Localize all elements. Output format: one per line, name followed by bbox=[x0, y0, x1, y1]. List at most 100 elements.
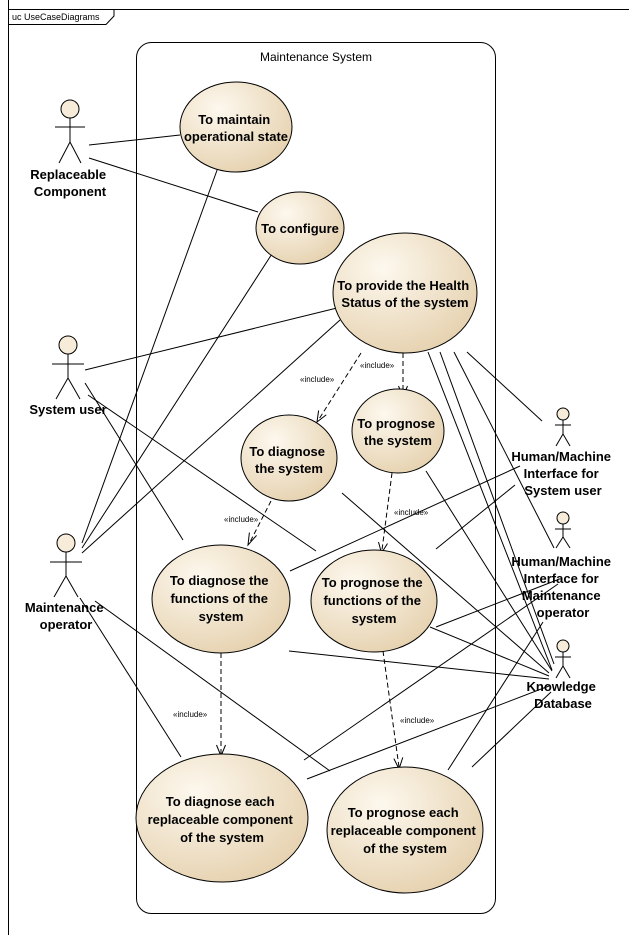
actor-hmi-system-user[interactable]: Human/Machine Interface for System user bbox=[511, 407, 614, 498]
use-case-prognose-system[interactable]: To prognose the system bbox=[351, 388, 445, 474]
stick-figure-icon bbox=[555, 407, 571, 447]
stick-figure-icon bbox=[555, 511, 571, 549]
include-label: «include» bbox=[224, 515, 259, 524]
include-dependency bbox=[381, 472, 393, 551]
association-line bbox=[289, 465, 521, 572]
use-case-label: To prognose bbox=[357, 416, 435, 431]
use-case-provide-health-status[interactable]: To provide the Health Status of the syst… bbox=[332, 232, 478, 354]
use-case-prognose-functions[interactable]: To prognose the functions of the system bbox=[310, 549, 438, 653]
include-label: «include» bbox=[360, 361, 395, 370]
svg-text:To configure: To configure bbox=[261, 221, 339, 236]
svg-text:To prognose each replace: To prognose each replaceable component o… bbox=[331, 805, 480, 856]
frame-label: uc UseCaseDiagrams bbox=[12, 12, 100, 22]
association-line bbox=[288, 650, 550, 680]
association-line bbox=[425, 470, 553, 672]
stick-figure-icon bbox=[52, 335, 84, 400]
use-case-label: replaceable component bbox=[331, 823, 477, 838]
use-case-prognose-components[interactable]: To prognose each replaceable component o… bbox=[326, 766, 484, 894]
svg-text:To maintain operational: To maintain operational state bbox=[184, 112, 288, 144]
svg-text:Human/Machine Interface: Human/Machine Interface for Maintenance … bbox=[511, 554, 614, 620]
use-case-label: of the system bbox=[180, 830, 264, 845]
association-lines bbox=[79, 134, 559, 780]
use-case-label: To provide the Health bbox=[337, 278, 469, 293]
include-dependency bbox=[318, 352, 362, 420]
actor-label: Interface for bbox=[524, 466, 599, 481]
actor-label: Maintenance bbox=[25, 600, 104, 615]
actor-label: Database bbox=[534, 696, 592, 711]
association-line bbox=[427, 351, 553, 671]
association-line bbox=[81, 242, 280, 549]
use-case-diagnose-components[interactable]: To diagnose each replaceable component o… bbox=[135, 753, 309, 883]
include-label: «include» bbox=[394, 508, 429, 517]
include-dependencies: «include» «include» «include» «include» … bbox=[173, 352, 435, 771]
svg-text:To diagnose the system: To diagnose the system bbox=[249, 444, 328, 476]
use-case-diagnose-functions[interactable]: To diagnose the functions of the system bbox=[151, 544, 291, 654]
use-case-configure[interactable]: To configure bbox=[255, 191, 345, 265]
actor-label: operator bbox=[537, 605, 590, 620]
svg-text:To diagnose the function: To diagnose the functions of the system bbox=[170, 573, 272, 624]
svg-text:To provide the Health St: To provide the Health Status of the syst… bbox=[337, 278, 473, 310]
association-line bbox=[439, 351, 555, 665]
use-case-label: To maintain bbox=[198, 112, 270, 127]
include-label: «include» bbox=[400, 716, 435, 725]
use-case-label: To diagnose each bbox=[166, 794, 275, 809]
actor-label: Human/Machine bbox=[511, 449, 611, 464]
association-line bbox=[84, 382, 184, 541]
actor-label: System user bbox=[29, 402, 106, 417]
actor-label: Maintenance bbox=[522, 588, 601, 603]
use-case-label: To prognose each bbox=[348, 805, 459, 820]
use-case-label: the system bbox=[255, 461, 323, 476]
actor-label: Interface for bbox=[524, 571, 599, 586]
use-case-label: system bbox=[199, 609, 244, 624]
actor-label: Human/Machine bbox=[511, 554, 611, 569]
association-line bbox=[84, 307, 338, 371]
association-line bbox=[88, 157, 259, 213]
association-line bbox=[79, 597, 182, 758]
association-line bbox=[453, 351, 555, 549]
use-case-label: the system bbox=[364, 433, 432, 448]
use-case-label: functions of the bbox=[170, 591, 268, 606]
svg-text:System user: System user bbox=[29, 402, 106, 417]
actor-maintenance-operator[interactable]: Maintenance operator bbox=[25, 533, 107, 632]
svg-text:Replaceable Component: Replaceable Component bbox=[30, 167, 110, 199]
association-line bbox=[447, 621, 544, 771]
association-line bbox=[81, 161, 221, 544]
use-case-label: To configure bbox=[261, 221, 339, 236]
use-case-label: To prognose the bbox=[322, 575, 423, 590]
use-case-label: To diagnose bbox=[249, 444, 325, 459]
use-case-label: To diagnose the bbox=[170, 573, 269, 588]
actor-knowledge-database[interactable]: Knowledge Database bbox=[527, 639, 600, 711]
svg-text:To prognose the function: To prognose the functions of the system bbox=[322, 575, 427, 626]
actor-label: Replaceable bbox=[30, 167, 106, 182]
association-line bbox=[435, 484, 516, 550]
association-line bbox=[429, 626, 550, 677]
association-line bbox=[94, 600, 331, 772]
stick-figure-icon bbox=[50, 533, 82, 598]
svg-text:To diagnose each replace: To diagnose each replaceable component o… bbox=[148, 794, 297, 845]
stick-figure-icon bbox=[55, 99, 85, 164]
association-line bbox=[88, 134, 181, 146]
use-case-label: replaceable component bbox=[148, 812, 294, 827]
association-line bbox=[435, 579, 558, 628]
use-case-label: operational state bbox=[184, 129, 288, 144]
use-case-maintain-operational-state[interactable]: To maintain operational state bbox=[179, 81, 293, 173]
diagram-frame: uc UseCaseDiagrams bbox=[8, 0, 629, 935]
arrowhead-icon bbox=[316, 410, 327, 424]
actor-hmi-maintenance-operator[interactable]: Human/Machine Interface for Maintenance … bbox=[511, 511, 614, 620]
actor-system-user[interactable]: System user bbox=[29, 335, 107, 417]
system-boundary-title: Maintenance System bbox=[260, 50, 372, 64]
svg-text:Human/Machine Interface: Human/Machine Interface for System user bbox=[511, 449, 614, 498]
association-line bbox=[471, 691, 552, 768]
actor-replaceable-component[interactable]: Replaceable Component bbox=[30, 99, 110, 199]
actor-label: operator bbox=[40, 617, 93, 632]
association-line bbox=[341, 492, 550, 674]
svg-text:Knowledge Database: Knowledge Database bbox=[527, 679, 600, 711]
association-line bbox=[306, 685, 550, 780]
actor-label: System user bbox=[524, 483, 601, 498]
use-case-label: system bbox=[352, 611, 397, 626]
use-case-diagnose-system[interactable]: To diagnose the system bbox=[240, 414, 338, 502]
actor-label: Knowledge bbox=[527, 679, 596, 694]
include-label: «include» bbox=[173, 710, 208, 719]
arrowhead-icon bbox=[247, 532, 257, 547]
